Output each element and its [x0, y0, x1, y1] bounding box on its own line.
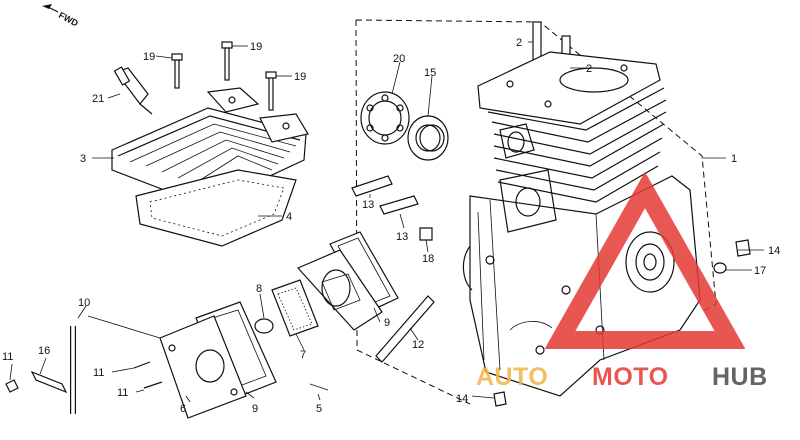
- head-bolts: [171, 41, 277, 111]
- callout-2: 2: [586, 63, 592, 75]
- breather-tube: [68, 310, 101, 414]
- watermark-text-hub: HUB: [712, 363, 768, 391]
- callout-19: 19: [250, 41, 262, 53]
- callout-1: 1: [731, 153, 737, 165]
- callout-7: 7: [300, 349, 306, 361]
- head-gasket: [135, 169, 297, 247]
- callout-21: 21: [92, 93, 104, 105]
- callout-11: 11: [2, 351, 13, 363]
- callout-10: 10: [78, 297, 90, 309]
- callout-19: 19: [143, 51, 155, 63]
- callout-20: 20: [393, 53, 405, 65]
- callout-18: 18: [422, 253, 434, 265]
- side-cover: [159, 315, 247, 419]
- callout-19: 19: [294, 71, 306, 83]
- watermark-text-auto: AUTO: [476, 363, 548, 391]
- callout-8: 8: [256, 283, 262, 295]
- callout-9: 9: [252, 403, 258, 415]
- fwd-direction-indicator: FWD: [42, 4, 80, 29]
- tube-clamp: [30, 370, 68, 394]
- callouts: 1 2 2 3 4 5 6 7 8 9 9 10 11 11 11 12 13 …: [2, 37, 780, 415]
- callout-2: 2: [516, 37, 522, 49]
- callout-12: 12: [412, 339, 424, 351]
- callout-9: 9: [384, 317, 390, 329]
- callout-13: 13: [362, 199, 374, 211]
- callout-17: 17: [754, 265, 766, 277]
- leader-lines: [9, 41, 764, 403]
- studs: [351, 175, 433, 241]
- callout-14: 14: [768, 245, 780, 257]
- callout-6: 6: [180, 403, 186, 415]
- stud-long: [375, 295, 435, 363]
- fwd-label: FWD: [57, 10, 80, 29]
- callout-11: 11: [93, 367, 104, 379]
- callout-5: 5: [316, 403, 322, 415]
- callout-14: 14: [456, 393, 468, 405]
- watermark-text-moto: MOTO: [592, 363, 669, 391]
- oil-seal: [407, 115, 449, 161]
- callout-4: 4: [286, 211, 292, 223]
- watermark-logo: AUTO MOTO HUB: [476, 171, 768, 391]
- callout-13: 13: [396, 231, 408, 243]
- callout-16: 16: [38, 345, 50, 357]
- cover-bolts: [5, 361, 163, 393]
- main-bearing: [360, 91, 410, 145]
- spark-plug: [113, 66, 153, 115]
- callout-11: 11: [117, 387, 128, 399]
- watermark-triangle-icon: [544, 171, 746, 349]
- drain-bolt: [493, 239, 751, 407]
- callout-15: 15: [424, 67, 436, 79]
- callout-3: 3: [80, 153, 86, 165]
- assembly-outline: [355, 19, 717, 405]
